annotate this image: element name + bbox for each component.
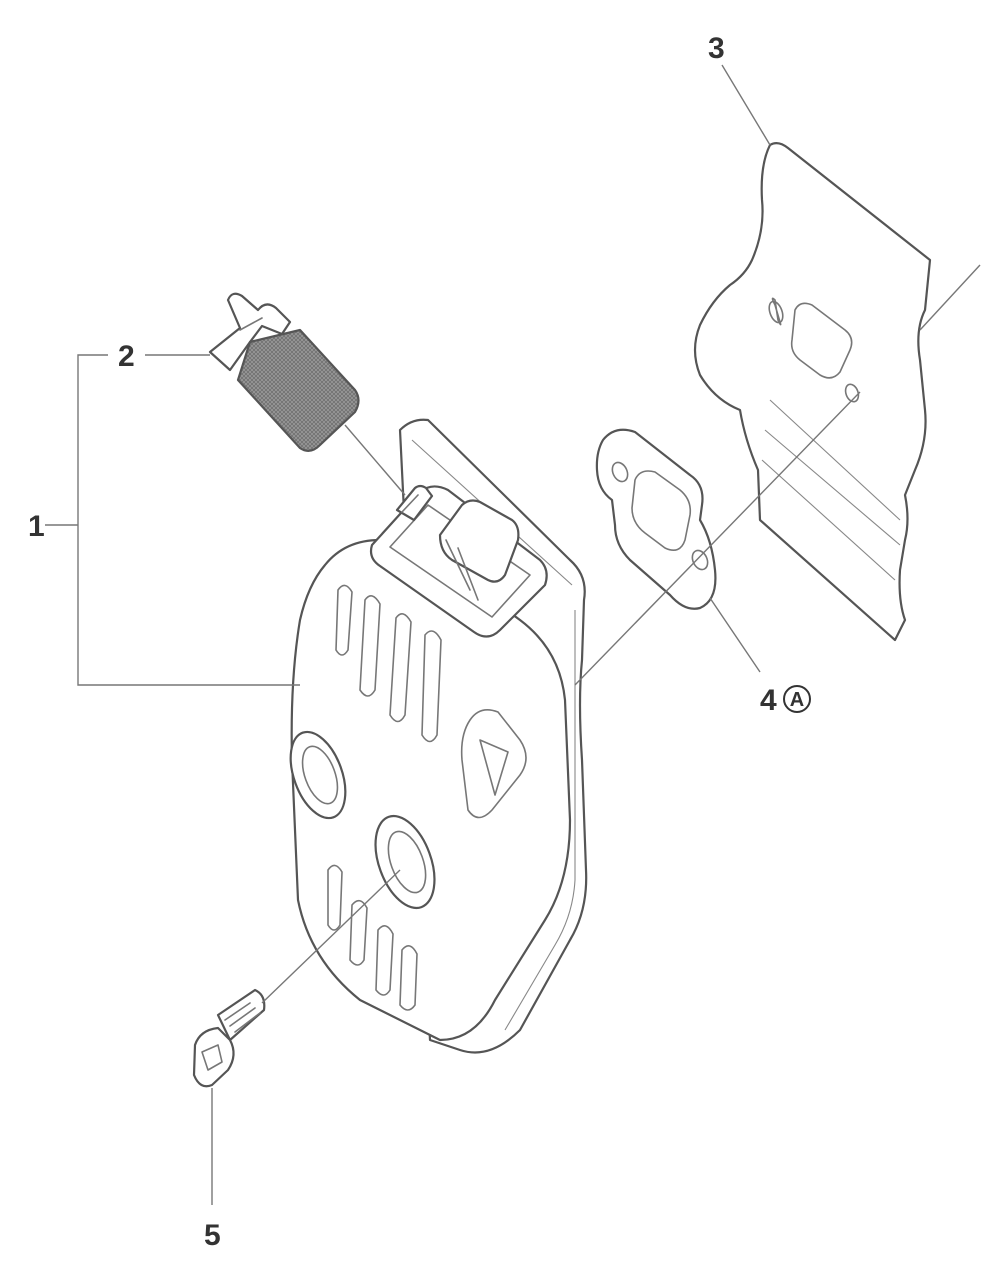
- part-5-bolt: [192, 988, 266, 1088]
- symbol-a-circle: A: [783, 685, 811, 713]
- part-4-gasket: [595, 428, 717, 610]
- callout-5: 5: [204, 1219, 221, 1252]
- callout-1: 1: [28, 510, 45, 543]
- symbol-a-letter: A: [790, 689, 804, 711]
- part-3-heat-shield: [693, 141, 981, 642]
- callout-3: 3: [708, 32, 725, 65]
- leader-lines: [45, 64, 861, 1205]
- part-2-spark-arrestor-screen: [208, 292, 360, 452]
- part-1-muffler: [289, 418, 588, 1054]
- part-3-side-line: [919, 264, 981, 331]
- callout-4: 4: [760, 684, 777, 717]
- callout-2: 2: [118, 340, 135, 373]
